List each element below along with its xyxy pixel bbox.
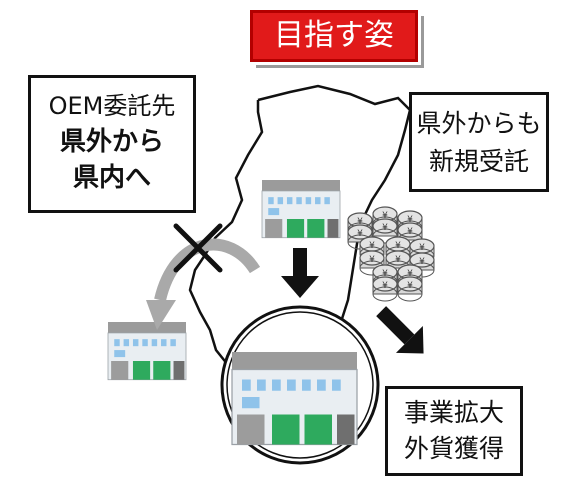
result-line2: 外貨獲得: [403, 434, 504, 463]
cross-mark-icon: [173, 223, 223, 273]
page-title: 目指す姿: [250, 10, 418, 62]
factory-building-icon: [261, 179, 341, 239]
coin-stack-icon: [347, 206, 435, 302]
result-callout-box: 事業拡大 外貨獲得: [385, 386, 523, 476]
factory-building-icon: [107, 321, 187, 381]
target-circle-inner: [226, 311, 374, 459]
oem-line3: 県内へ: [72, 163, 151, 193]
external-callout-box: 県外からも 新規受託: [409, 92, 549, 192]
oem-line1: OEM委託先: [48, 92, 176, 120]
oem-callout-box: OEM委託先 県外から 県内へ: [28, 75, 196, 213]
factory-building-icon: [231, 351, 358, 446]
down-arrow-icon: [281, 248, 319, 298]
oem-line2: 県外から: [59, 127, 164, 157]
result-line1: 事業拡大: [403, 398, 504, 427]
external-line1: 県外からも: [416, 109, 542, 138]
map-outline: [188, 84, 412, 366]
external-line2: 新規受託: [428, 147, 529, 176]
diagonal-arrow-icon: [376, 306, 424, 354]
curved-arrow-head: [146, 300, 176, 330]
